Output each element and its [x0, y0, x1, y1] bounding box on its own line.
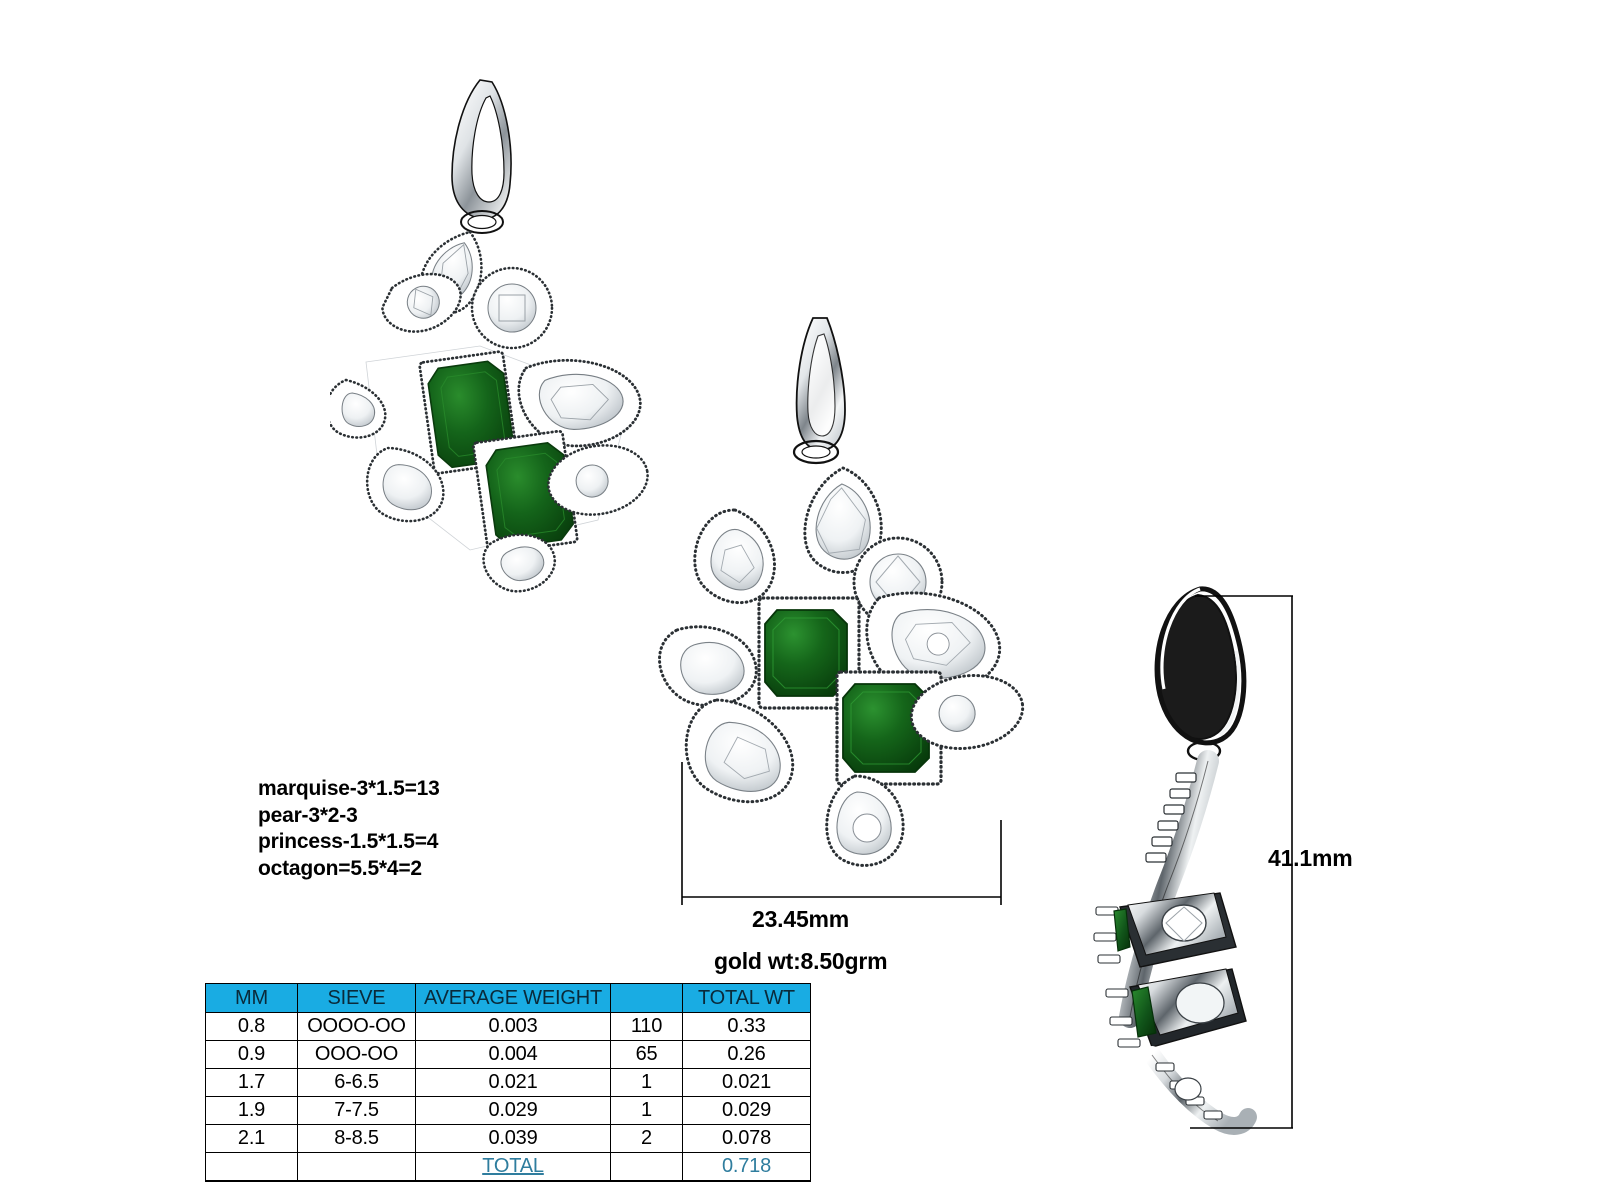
cell-qty-empty	[610, 1152, 683, 1182]
table-row: 2.1 8-8.5 0.039 2 0.078	[205, 1124, 811, 1153]
octagon-gem-lower-right	[835, 670, 943, 786]
bail-loop	[1154, 586, 1247, 762]
pendant-angled-view	[330, 79, 649, 593]
header-avg-weight: AVERAGE WEIGHT	[415, 983, 611, 1013]
pear-stone-lower-left	[684, 698, 795, 804]
cell-total-wt: 0.029	[682, 1096, 811, 1125]
pear-stone-lower-left	[365, 446, 445, 523]
table-row: 1.7 6-6.5 0.021 1 0.021	[205, 1068, 811, 1097]
spec-line-octagon: octagon=5.5*4=2	[258, 856, 422, 880]
cell-total-wt: 0.021	[682, 1068, 811, 1097]
cell-qty: 2	[610, 1124, 683, 1153]
bail-loop	[451, 79, 512, 234]
round-stone-right	[547, 444, 649, 516]
cell-sieve: OOOO-OO	[297, 1012, 416, 1041]
cell-avg-weight: 0.003	[415, 1012, 611, 1041]
table-row: 0.8 OOOO-OO 0.003 110 0.33	[205, 1012, 811, 1041]
stone-weight-table: MM SIEVE AVERAGE WEIGHT TOTAL WT 0.8 OOO…	[205, 983, 811, 1182]
cell-sieve-empty	[297, 1152, 416, 1182]
round-stone-upper-right	[470, 266, 554, 350]
total-value: 0.718	[682, 1152, 811, 1182]
cell-avg-weight: 0.039	[415, 1124, 611, 1153]
cell-sieve: 7-7.5	[297, 1096, 416, 1125]
cell-avg-weight: 0.004	[415, 1040, 611, 1069]
marquise-stone-bottom	[482, 533, 557, 593]
cell-qty: 110	[610, 1012, 683, 1041]
setting-block-middle	[1093, 892, 1237, 968]
total-label: TOTAL	[415, 1152, 611, 1182]
marquise-stone-upper-left	[693, 508, 776, 605]
pear-stone-left	[330, 378, 387, 439]
cell-total-wt: 0.33	[682, 1012, 811, 1041]
pear-stone-right	[865, 591, 1002, 696]
width-dimension-label: 23.45mm	[752, 906, 850, 932]
pear-stone-top	[803, 466, 883, 574]
table-row: 1.9 7-7.5 0.029 1 0.029	[205, 1096, 811, 1125]
header-sieve: SIEVE	[297, 983, 416, 1013]
cell-sieve: 6-6.5	[297, 1068, 416, 1097]
cell-qty: 65	[610, 1040, 683, 1069]
header-qty	[610, 983, 683, 1013]
header-total-wt: TOTAL WT	[682, 983, 811, 1013]
octagon-gem-upper-left	[757, 596, 861, 710]
bottom-drop	[1143, 1046, 1257, 1135]
pear-stone-left	[658, 625, 758, 708]
spec-line-pear: pear-3*2-3	[258, 803, 358, 827]
cell-avg-weight: 0.029	[415, 1096, 611, 1125]
gold-weight-label: gold wt:8.50grm	[714, 948, 888, 974]
marquise-cluster-upper-left	[381, 272, 462, 333]
cell-mm: 0.8	[205, 1012, 298, 1041]
pave-rail-upper	[1145, 772, 1197, 863]
height-dimension-label: 41.1mm	[1268, 845, 1353, 871]
cell-sieve: OOO-OO	[297, 1040, 416, 1069]
cell-mm: 2.1	[205, 1124, 298, 1153]
pear-stone-bottom	[825, 774, 905, 867]
table-row: 0.9 OOO-OO 0.004 65 0.26	[205, 1040, 811, 1069]
pendant-front-view	[658, 317, 1025, 867]
cell-mm-empty	[205, 1152, 298, 1182]
pear-stone-right	[517, 358, 642, 448]
spec-line-marquise: marquise-3*1.5=13	[258, 777, 440, 800]
round-stone-right	[909, 674, 1025, 750]
cell-qty: 1	[610, 1096, 683, 1125]
header-mm: MM	[205, 983, 298, 1013]
table-header-row: MM SIEVE AVERAGE WEIGHT TOTAL WT	[205, 983, 811, 1013]
cell-total-wt: 0.078	[682, 1124, 811, 1153]
pendant-side-view	[1093, 586, 1257, 1135]
setting-block-lower	[1105, 968, 1247, 1048]
cell-mm: 1.7	[205, 1068, 298, 1097]
cell-sieve: 8-8.5	[297, 1124, 416, 1153]
cell-avg-weight: 0.021	[415, 1068, 611, 1097]
spec-line-princess: princess-1.5*1.5=4	[258, 830, 439, 853]
bail-loop	[792, 317, 846, 465]
cell-qty: 1	[610, 1068, 683, 1097]
table-total-row: TOTAL 0.718	[205, 1152, 811, 1182]
cell-mm: 0.9	[205, 1040, 298, 1069]
cell-total-wt: 0.26	[682, 1040, 811, 1069]
cell-mm: 1.9	[205, 1096, 298, 1125]
stone-spec-notes: marquise-3*1.5=13 pear-3*2-3 princess-1.…	[258, 776, 440, 882]
